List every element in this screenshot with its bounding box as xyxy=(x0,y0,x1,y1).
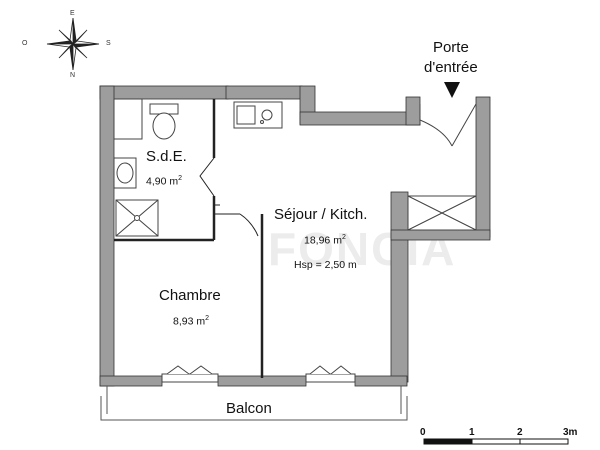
scale-tick-3: 3m xyxy=(563,427,578,438)
chambre-room-name: Chambre xyxy=(159,287,221,304)
sde-area-value: 4,90 m xyxy=(146,175,179,188)
sejour-room-area: 18,96 m2 xyxy=(304,234,346,247)
entrance-label: Porte d'entrée xyxy=(424,38,478,78)
kitchen-sink-fixture xyxy=(233,101,283,129)
balcony-outline xyxy=(100,386,408,421)
exterior-walls xyxy=(99,85,491,387)
entrance-door xyxy=(419,103,477,147)
compass-west-label: N xyxy=(70,72,76,79)
scale-tick-0: 0 xyxy=(420,427,426,438)
chambre-area-value: 8,93 m xyxy=(173,315,206,328)
chambre-room-area: 8,93 m2 xyxy=(173,315,209,328)
scale-bar xyxy=(423,438,569,445)
sde-area-sup: 2 xyxy=(178,175,183,182)
compass-east-label: E xyxy=(70,10,75,17)
entrance-label-line2: d'entrée xyxy=(424,59,478,76)
compass-south-label: S xyxy=(106,40,111,47)
toilet-fixture xyxy=(149,103,179,140)
interior-walls xyxy=(114,99,264,378)
washbasin-fixture xyxy=(113,157,137,189)
shower-fixture xyxy=(115,199,159,237)
sejour-room-name: Séjour / Kitch. xyxy=(274,206,368,223)
sejour-area-sup: 2 xyxy=(341,234,346,241)
sejour-height: Hsp = 2,50 m xyxy=(294,259,357,271)
storage-box xyxy=(113,98,143,140)
balcony-label: Balcon xyxy=(226,400,272,417)
sde-room-area: 4,90 m2 xyxy=(146,175,182,188)
entrance-arrow-icon xyxy=(444,82,460,98)
entry-cupboard xyxy=(407,195,477,231)
sde-door-stub xyxy=(199,157,259,237)
sejour-area-value: 18,96 m xyxy=(304,234,342,247)
balcony-doors xyxy=(161,365,356,383)
entrance-label-line1: Porte xyxy=(432,39,469,56)
scale-tick-1: 1 xyxy=(469,427,475,438)
sde-room-name: S.d.E. xyxy=(146,148,187,165)
compass-rose-icon xyxy=(46,17,100,71)
chambre-area-sup: 2 xyxy=(205,315,210,322)
compass-north-label: O xyxy=(22,40,28,47)
scale-tick-2: 2 xyxy=(517,427,523,438)
